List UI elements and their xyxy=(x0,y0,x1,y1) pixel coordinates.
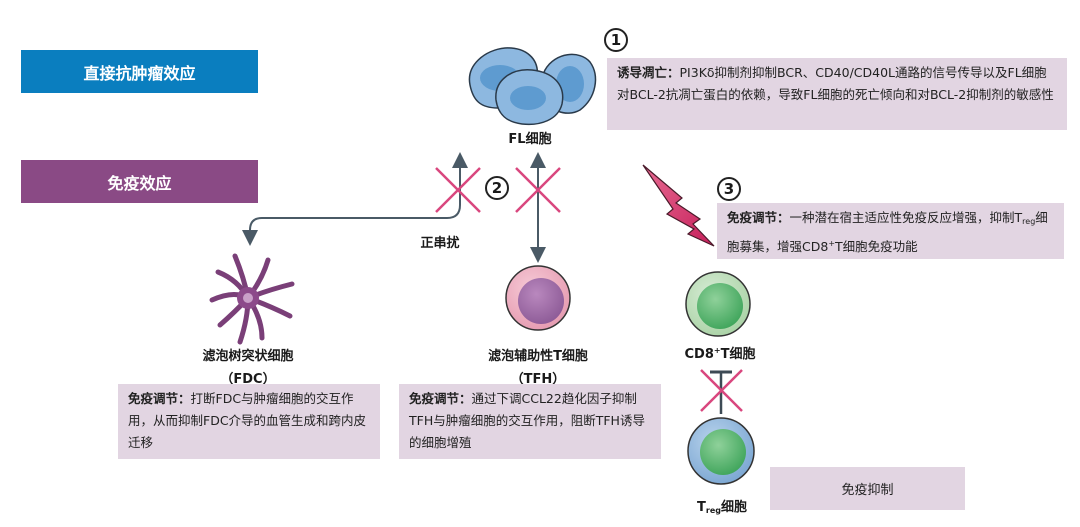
label-text: CD8 xyxy=(684,347,714,362)
box-text: T细胞免疫功能 xyxy=(835,239,918,254)
marker-1: 1 xyxy=(604,28,628,52)
box-text: 细胞募集，增强CD8 xyxy=(727,210,1048,254)
tfh-cell-icon xyxy=(505,265,571,331)
fl-cell-cluster-icon xyxy=(468,47,597,126)
box-title: 免疫调节： xyxy=(409,391,472,406)
block-cross-icon xyxy=(515,167,561,213)
box-text: PI3Kδ抑制剂抑制BCR、CD40/CD40L通路的信号传导以及FL细胞对BC… xyxy=(617,65,1054,102)
tfh-cell-abbr: （TFH） xyxy=(510,372,566,387)
tfh-cell-name: 滤泡辅助性T细胞 xyxy=(488,349,588,364)
block-cross-icon xyxy=(700,369,743,412)
box-text-subscript: reg xyxy=(1022,217,1036,226)
lightning-bolt-icon xyxy=(642,164,715,247)
treg-cell-icon xyxy=(687,417,755,485)
box-title: 诱导凋亡： xyxy=(617,65,680,80)
treg-cell-label: Treg细胞 xyxy=(680,496,764,515)
fl-cell-label: FL细胞 xyxy=(508,132,552,147)
marker-2: 2 xyxy=(485,176,509,200)
label-text: 细胞 xyxy=(720,500,747,515)
cd8-t-cell-icon xyxy=(685,271,751,337)
label-superscript: + xyxy=(713,346,721,355)
immune-regulation-info-box-fdc: 免疫调节：打断FDC与肿瘤细胞的交互作用，从而抑制FDC介导的血管生成和跨内皮迁… xyxy=(118,384,380,459)
immune-suppression-label: 免疫抑制 xyxy=(770,467,965,510)
cd8-t-cell-label: CD8+T细胞 xyxy=(670,343,770,362)
label-text: T xyxy=(697,500,706,515)
box-text-superscript: + xyxy=(828,239,836,248)
box-title: 免疫调节： xyxy=(128,391,191,406)
crosstalk-arrow-to-fdc xyxy=(242,200,461,246)
box-title: 免疫调节： xyxy=(727,210,790,225)
immune-regulation-info-box-cd8: 免疫调节：一种潜在宿主适应性免疫反应增强，抑制Treg细胞募集，增强CD8+T细… xyxy=(717,203,1064,259)
box-text: 一种潜在宿主适应性免疫反应增强，抑制T xyxy=(789,210,1023,225)
label-text: T细胞 xyxy=(720,347,756,362)
direct-antitumor-label: 直接抗肿瘤效应 xyxy=(21,50,258,93)
marker-3: 3 xyxy=(717,177,741,201)
box-text: 通过下调CCL22趋化因子抑制TFH与肿瘤细胞的交互作用，阻断TFH诱导的细胞增… xyxy=(409,391,645,450)
immune-regulation-info-box-tfh: 免疫调节：通过下调CCL22趋化因子抑制TFH与肿瘤细胞的交互作用，阻断TFH诱… xyxy=(399,384,661,459)
block-cross-icon xyxy=(435,167,481,213)
fdc-cell-name: 滤泡树突状细胞 xyxy=(202,349,294,364)
label-subscript: reg xyxy=(705,506,721,515)
box-text: 打断FDC与肿瘤细胞的交互作用，从而抑制FDC介导的血管生成和跨内皮迁移 xyxy=(128,391,367,450)
immune-effect-label: 免疫效应 xyxy=(21,160,258,203)
fdc-cell-abbr: （FDC） xyxy=(220,372,276,387)
positive-crosstalk-label: 正串扰 xyxy=(420,236,460,251)
apoptosis-info-box: 诱导凋亡：PI3Kδ抑制剂抑制BCR、CD40/CD40L通路的信号传导以及FL… xyxy=(607,58,1067,130)
